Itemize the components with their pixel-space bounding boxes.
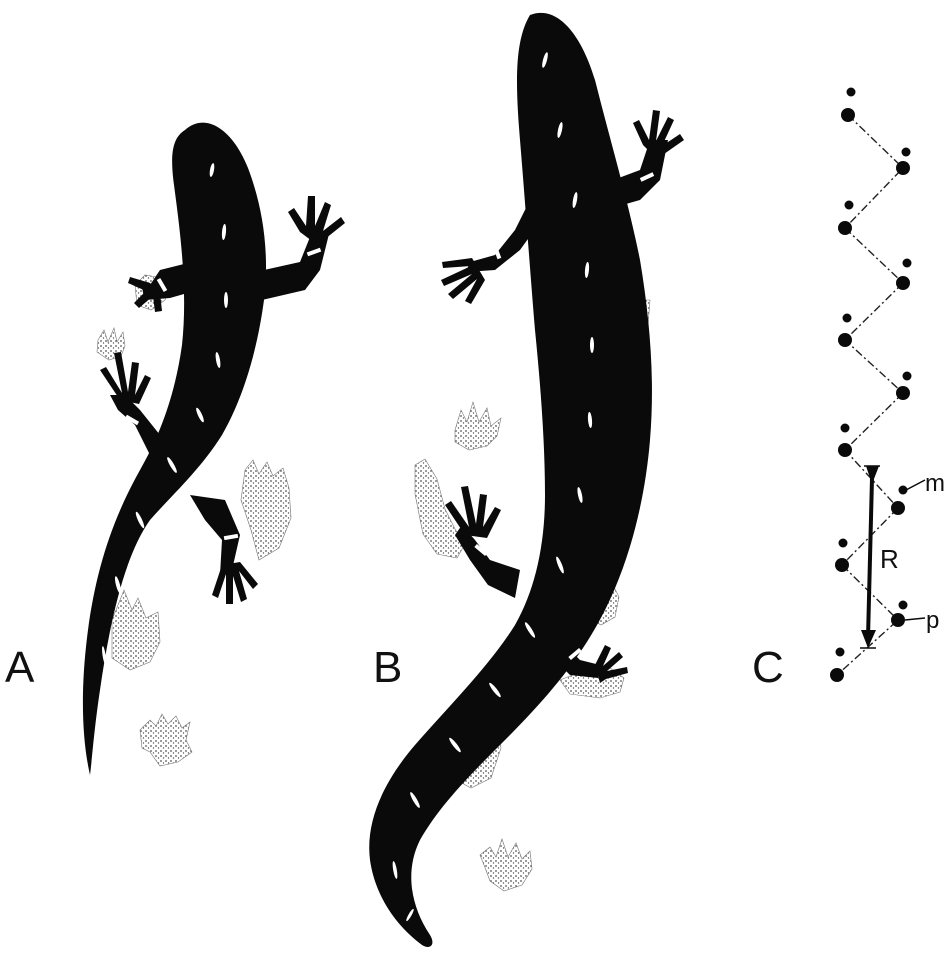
- footprint: [455, 402, 501, 450]
- lizard-a-hand-right: [288, 196, 345, 247]
- lizard-a-body: [83, 123, 266, 775]
- manus-print: [839, 539, 848, 548]
- lizard-a-foot-right: [212, 562, 258, 604]
- stride-label: R: [880, 544, 899, 574]
- lizard-b-hand-right: [633, 110, 684, 160]
- manus-print: [841, 424, 850, 433]
- pes-print: [896, 161, 910, 175]
- manus-print: [843, 314, 852, 323]
- pes-print: [841, 108, 855, 122]
- pes-print: [835, 558, 849, 572]
- manus-print: [903, 259, 912, 268]
- pes-leader: [905, 618, 925, 620]
- footprint: [140, 714, 192, 766]
- manus-print: [899, 601, 908, 610]
- pes-print: [896, 276, 910, 290]
- pes-print: [896, 386, 910, 400]
- manus-print: [903, 372, 912, 381]
- manus-print: [845, 201, 854, 210]
- pes-print: [838, 333, 852, 347]
- pes-print: [830, 668, 844, 682]
- manus-label: m: [925, 470, 945, 497]
- panel-a: [83, 123, 345, 775]
- panel-c: R m p: [830, 88, 945, 683]
- footprint: [112, 590, 160, 670]
- panel-b: [369, 13, 684, 947]
- stride-arrow: [860, 466, 880, 648]
- pes-print: [838, 443, 852, 457]
- panel-label-b: B: [373, 643, 402, 692]
- pes-label: p: [926, 607, 939, 634]
- manus-leader: [906, 480, 925, 490]
- manus-print: [902, 148, 911, 157]
- manus-print: [836, 648, 845, 657]
- lizard-a-hindlimb-left: [110, 395, 160, 455]
- footprint: [241, 460, 291, 560]
- pes-print: [838, 221, 852, 235]
- lizard-a-foot-left: [100, 352, 151, 404]
- footprint: [480, 839, 532, 891]
- pes-print: [891, 613, 905, 627]
- manus-print: [847, 88, 856, 97]
- pes-print: [891, 501, 905, 515]
- footprint: [415, 459, 465, 558]
- panel-label-c: C: [752, 643, 784, 692]
- lizard-b-body: [369, 13, 652, 947]
- lizard-b-forelimb-left: [466, 200, 538, 272]
- panel-label-a: A: [5, 643, 35, 692]
